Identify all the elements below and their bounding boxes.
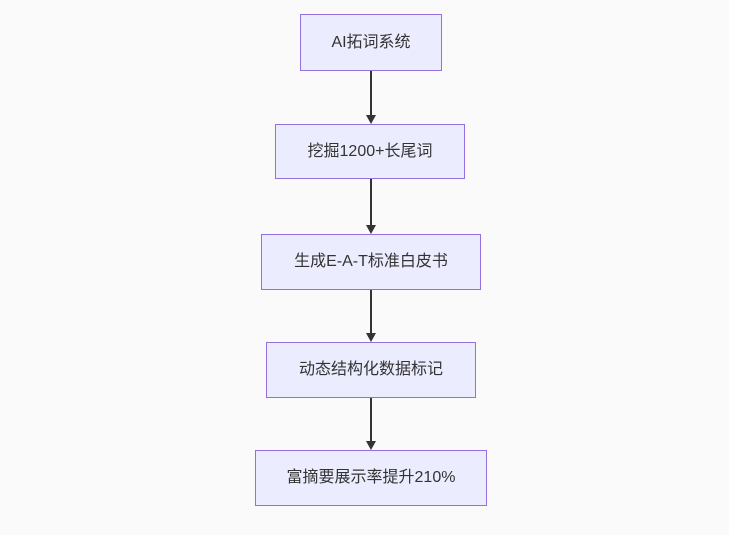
flow-node-rich-snippet-result: 富摘要展示率提升210% [255, 450, 487, 506]
arrow-line [370, 398, 372, 441]
flow-arrow-1 [365, 71, 377, 124]
flow-arrow-4 [365, 398, 377, 450]
flow-arrow-2 [365, 179, 377, 234]
arrow-head-icon [366, 441, 376, 450]
arrow-head-icon [366, 115, 376, 124]
flow-node-label: 富摘要展示率提升210% [286, 469, 456, 487]
flow-node-label: 动态结构化数据标记 [298, 361, 443, 379]
arrow-line [370, 290, 372, 333]
flow-node-label: 生成E-A-T标准白皮书 [294, 253, 448, 271]
arrow-line [370, 71, 372, 115]
flow-node-eat-whitepaper: 生成E-A-T标准白皮书 [261, 234, 481, 290]
flow-node-longtail-mining: 挖掘1200+长尾词 [275, 124, 465, 179]
flow-node-ai-word-system: AI拓词系统 [300, 14, 442, 71]
arrow-line [370, 179, 372, 225]
arrow-head-icon [366, 333, 376, 342]
flow-node-label: 挖掘1200+长尾词 [307, 142, 433, 160]
flow-node-label: AI拓词系统 [331, 33, 411, 51]
flow-node-structured-data-markup: 动态结构化数据标记 [266, 342, 476, 398]
arrow-head-icon [366, 225, 376, 234]
flow-arrow-3 [365, 290, 377, 342]
